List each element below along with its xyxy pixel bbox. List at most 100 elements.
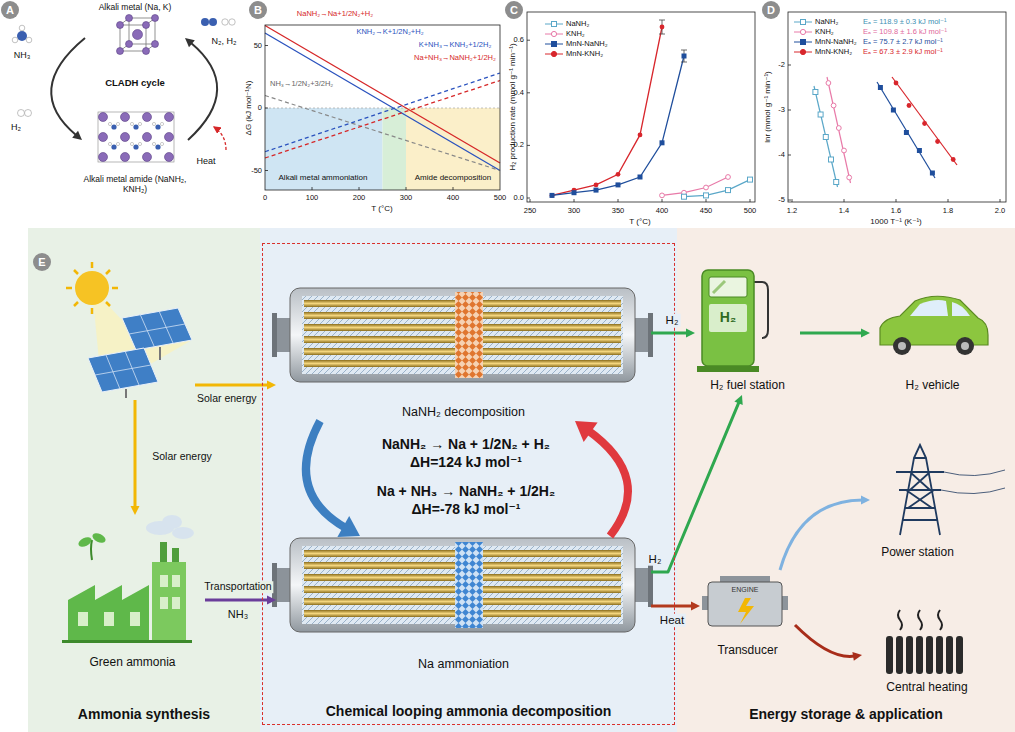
text-label: 250 [524,207,537,215]
panel-letter: E [33,253,51,271]
text-label: NH₃ [227,608,249,620]
arrowhead [861,329,870,338]
node-label: Central heating [886,681,967,695]
transducer-node: Transducer [700,570,795,660]
node-label: Power station [881,546,954,560]
rate-plot [726,188,731,193]
connector [800,332,863,335]
solar-panel-icon [126,347,160,398]
legend-text: MnN-NaNH₂ [815,38,857,46]
rate-plot [660,193,665,198]
connector-group [651,602,700,611]
connector [188,43,217,140]
radiator-icon [896,636,903,674]
legend-marker [801,20,806,25]
rate-plot [552,56,684,195]
node-label: Solar energy [197,392,257,404]
edge-label: Solar energy [150,451,214,463]
amide-crystal [152,142,155,145]
power-tower-icon [896,445,1005,535]
legend-sample [545,20,563,28]
rate-plot [660,140,665,145]
rate-plot [682,54,687,59]
arrowhead [267,596,276,605]
sun-icon [106,270,110,274]
rate-plot [594,188,599,193]
rate-plot [616,182,621,187]
amide-crystal [99,133,108,142]
gibbs-plot [265,108,383,190]
arrowhead [734,395,742,405]
factory-icon [172,575,180,587]
connector-group [800,329,870,338]
car-icon [893,337,911,355]
factory-icon [162,515,182,529]
sun-icon [91,308,94,314]
radiator-icon [956,636,963,674]
connector-group [205,596,276,605]
arrhenius-plot [831,103,836,108]
connector [795,625,855,656]
text-label: K+NH₃→KNH₂+1/2H₂ [418,41,493,49]
text-label: 1000 T⁻¹ (K⁻¹) [870,218,921,227]
text-label: 200 [353,194,366,202]
metal-atom [152,15,159,22]
connector-group [575,421,628,536]
car-icon [956,337,974,355]
gibbs-plot [265,25,500,190]
factory-node: Green ammonia [60,515,205,672]
text-label: 500 [494,194,507,202]
molecule [229,19,235,25]
reactor-drawing [272,288,653,632]
molecule [222,19,228,25]
node-label: Alkali metal (Na, K) [99,3,172,13]
amide-crystal [165,153,174,162]
heat-arrow [214,127,226,150]
text-label: -3 [778,106,785,114]
sun-icon [66,287,72,290]
arrhenius-plot [813,90,839,185]
engine-icon [708,582,782,626]
car-icon [952,302,970,316]
vehicle-node: H₂ vehicle [870,290,995,395]
text-label: KNH₂→K+1/2N₂+H₂ [355,28,424,36]
sun-icon [74,270,78,274]
legend-text: KNH₂ [815,28,834,36]
rate-plot [527,40,750,202]
node-label: B [254,4,262,17]
rate-plot [704,193,709,198]
gibbs-plot [265,81,500,159]
reactor-node: NaNH₂ decomposition [276,286,651,421]
arrhenius-plot [935,139,940,144]
node-label: E [38,256,45,269]
legend-marker [551,31,556,36]
car-icon [880,296,988,355]
legend-text: MnN-KNH₂ [815,48,852,56]
car-icon [898,342,906,350]
connector-group [780,496,870,571]
connector [588,430,629,536]
radiator-icon [886,636,893,674]
arrowhead [131,506,140,515]
text-label: Eₐ = 67.3 ± 2.9 kJ mol⁻¹ [863,48,943,56]
factory-icon [172,597,180,609]
text-label: 300 [568,207,581,215]
metal-atom [117,22,124,29]
text-label: 100 [306,194,319,202]
connector [205,599,269,602]
connector-group [185,38,217,140]
text-label: ΔH=124 kJ mol⁻¹ [410,455,522,470]
rate-plot [552,27,662,195]
connector-group [651,329,695,338]
text-label: -4 [778,151,785,159]
text-label: Na+NH₃→NaNH₂+1/2H₂ [413,54,497,62]
panel-letter: D [762,1,780,19]
text-label: Na + NH₃ → NaNH₂ + 1/2H₂ [377,484,555,499]
panel-e-background [677,228,1015,732]
region-panel: Ammonia synthesisSolar energyGreen ammon… [28,228,260,732]
legend-marker [801,40,806,45]
arrowhead [337,516,360,537]
metal-atom [143,48,150,55]
text-label: 1.4 [839,207,849,215]
node-label: Transducer [717,644,777,658]
